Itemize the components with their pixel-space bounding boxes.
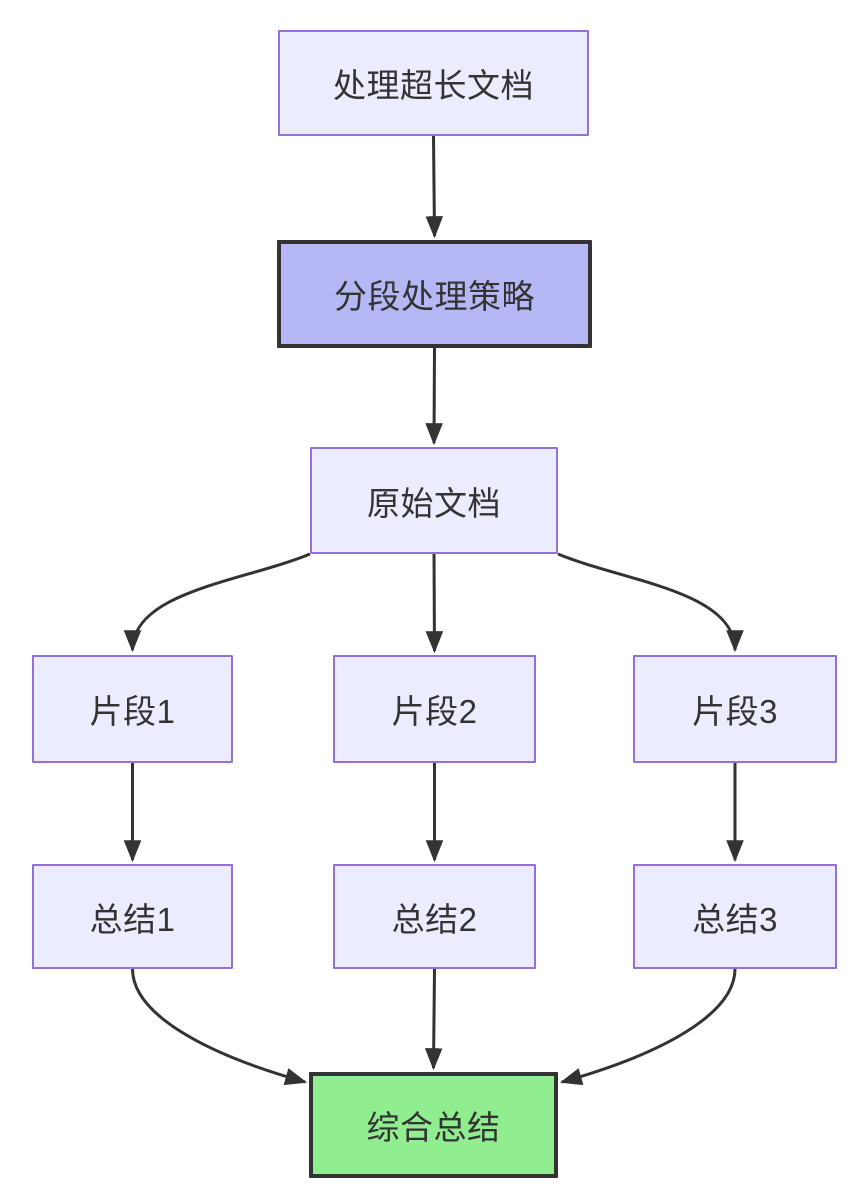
node-label: 片段2 — [391, 693, 478, 730]
edge-E2-F — [424, 968, 443, 1071]
node-label: 片段3 — [692, 693, 778, 730]
node-E2: 总结2 — [333, 864, 536, 969]
node-label: 总结3 — [692, 900, 778, 938]
edge-E3-F — [559, 968, 737, 1086]
node-label: 原始文档 — [367, 484, 501, 522]
node-D2: 片段2 — [333, 655, 536, 763]
node-D1: 片段1 — [32, 655, 233, 763]
edge-B-C — [425, 347, 443, 446]
node-label: 分段处理策略 — [334, 278, 535, 315]
node-label: 片段1 — [89, 693, 176, 730]
edge-A-B — [425, 135, 444, 239]
node-label: 总结2 — [391, 900, 478, 938]
node-B: 分段处理策略 — [277, 240, 592, 348]
node-label: 综合总结 — [366, 1109, 501, 1146]
edge-C-D2 — [425, 553, 444, 654]
node-C: 原始文档 — [310, 447, 558, 554]
edge-C-D1 — [123, 552, 311, 653]
node-label: 处理超长文档 — [333, 67, 534, 104]
node-E1: 总结1 — [32, 864, 233, 969]
node-label: 总结1 — [89, 900, 176, 938]
edge-C-D3 — [557, 552, 744, 653]
node-A: 处理超长文档 — [278, 30, 589, 136]
node-E3: 总结3 — [633, 864, 837, 969]
node-D3: 片段3 — [633, 655, 837, 763]
node-F: 综合总结 — [309, 1072, 558, 1178]
edge-E1-F — [131, 968, 308, 1086]
